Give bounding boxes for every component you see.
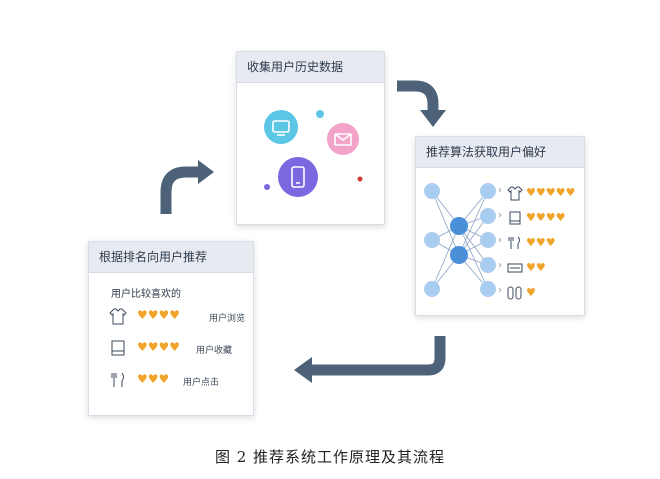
chevron-right-icon: › [498, 235, 502, 246]
figure-caption: 图 2 推荐系统工作原理及其流程 [214, 448, 446, 466]
mail-icon [334, 133, 352, 146]
hearts-row-4: ♥♥ [526, 261, 546, 274]
hearts-row-5: ♥ [526, 286, 536, 299]
cutlery-icon [508, 236, 520, 249]
label-browse: 用户浏览 [209, 314, 246, 324]
arrow-left [310, 336, 446, 376]
hearts-collect: ♥♥♥♥ [137, 340, 181, 354]
arrow-up-right-head [198, 160, 214, 184]
dot-blue [316, 110, 324, 118]
hearts-browse: ♥♥♥♥ [137, 308, 181, 322]
hearts-click: ♥♥♥ [137, 372, 170, 386]
bill-icon [507, 263, 523, 273]
collect-data-illustration [264, 110, 363, 197]
hidden-node [450, 246, 468, 264]
hearts-row-2: ♥♥♥♥ [526, 211, 566, 224]
arrow-left-head [294, 357, 312, 383]
label-collect: 用户收藏 [196, 346, 233, 356]
cutlery-icon [111, 372, 124, 387]
phone-icon [291, 166, 305, 188]
input-node [424, 232, 440, 248]
dot-red [357, 176, 363, 182]
neural-network [424, 183, 496, 297]
arrow-right-down [397, 80, 439, 112]
hidden-node [450, 217, 468, 235]
output-node [480, 232, 496, 248]
hearts-row-1: ♥♥♥♥♥ [526, 186, 576, 199]
input-node [424, 183, 440, 199]
output-node [480, 281, 496, 297]
monitor-icon [272, 120, 290, 136]
output-node [480, 183, 496, 199]
output-node [480, 208, 496, 224]
collect-data-card: 收集用户历史数据 [236, 51, 385, 225]
chevron-right-icon: › [498, 210, 502, 221]
monitor-circle [264, 110, 298, 144]
algorithm-card-title: 推荐算法获取用户偏好 [416, 137, 584, 168]
shirt-icon [109, 308, 127, 325]
chevron-right-icon: › [498, 185, 502, 196]
dot-purple [264, 184, 270, 190]
towel-icon [111, 340, 125, 356]
shirt-icon [507, 186, 523, 201]
arrow-up-right [160, 166, 200, 214]
algorithm-card: 推荐算法获取用户偏好 › ♥♥♥♥♥ › ♥♥♥♥ › [415, 136, 585, 316]
recommend-card-title: 根据排名向用户推荐 [89, 242, 253, 273]
chevron-right-icon: › [498, 260, 502, 271]
hearts-row-3: ♥♥♥ [526, 236, 556, 249]
chevron-right-icon: › [498, 285, 502, 296]
input-node [424, 281, 440, 297]
recommend-card: 根据排名向用户推荐 用户比较喜欢的 ♥♥♥♥ 用户浏览 ♥♥♥♥ 用户收藏 ♥♥… [88, 241, 254, 416]
slippers-icon [507, 286, 522, 300]
arrow-right-down-head [420, 110, 446, 127]
collect-data-card-title: 收集用户历史数据 [237, 52, 384, 83]
output-node [480, 257, 496, 273]
phone-circle [278, 157, 318, 197]
recommend-subtitle: 用户比较喜欢的 [111, 289, 181, 300]
label-click: 用户点击 [183, 378, 220, 388]
towel-icon [509, 211, 521, 225]
